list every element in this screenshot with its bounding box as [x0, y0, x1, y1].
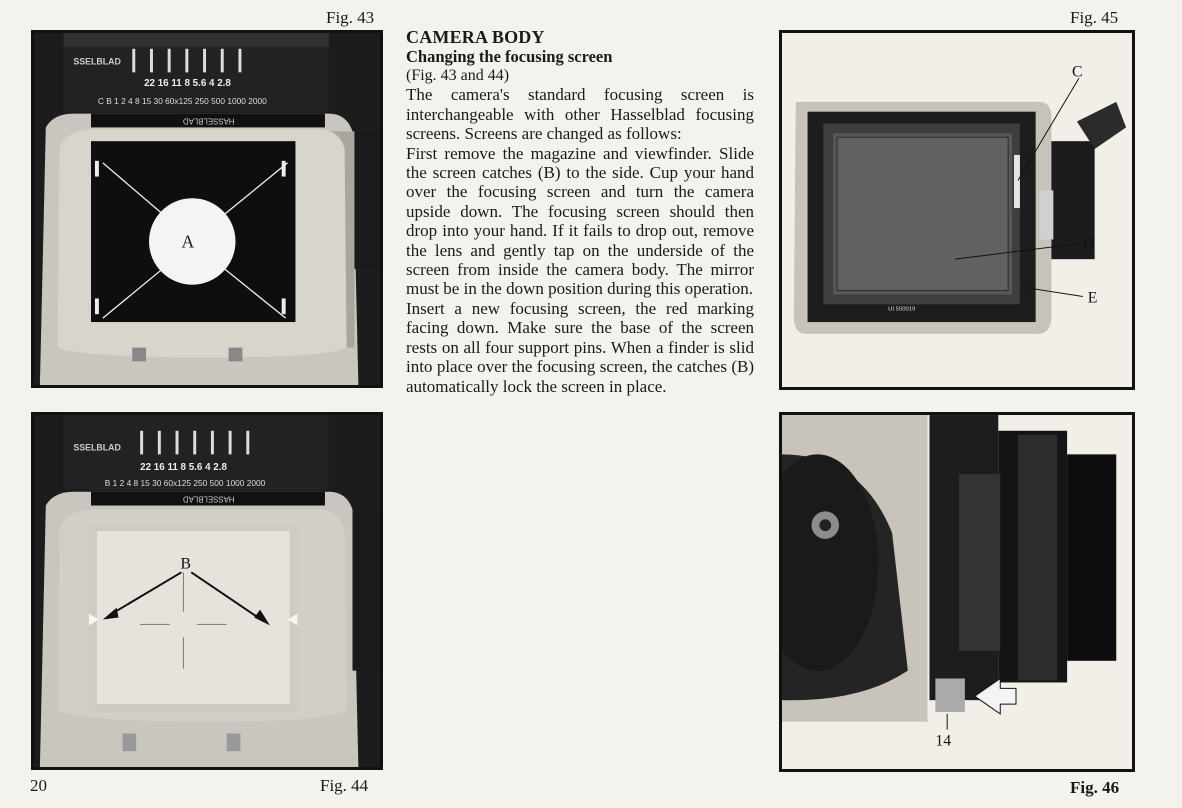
fig46-callout-14: 14	[935, 732, 951, 749]
article-paragraph: First remove the magazine and viewfinder…	[406, 143, 754, 299]
fig45-label: Fig. 45	[1070, 8, 1119, 27]
fig43-speed-text: C B 1 2 4 8 15 30 60x125 250 500 1000 20…	[98, 96, 267, 106]
fig44-callout-b: B	[180, 555, 190, 572]
fig46-photo: 14	[779, 412, 1135, 772]
fig44-illustration: SSELBLAD 22 16 11 8 5.6 4 2.8 B 1 2 4 8 …	[34, 415, 380, 767]
fig45-callout-c: C	[1072, 63, 1082, 80]
fig43-aperture-text: 22 16 11 8 5.6 4 2.8	[144, 78, 231, 89]
article-paragraph: The camera's standard focusing screen is…	[406, 85, 754, 144]
article-reference: (Fig. 43 and 44)	[406, 67, 510, 84]
fig43-brand-text: SSELBLAD	[73, 57, 121, 67]
fig43-callout-a: A	[181, 231, 194, 251]
fig43-body-name: HASSELBLAD	[183, 117, 235, 126]
fig44-speed-text: B 1 2 4 8 15 30 60x125 250 500 1000 2000	[105, 478, 266, 488]
article-heading: CAMERA BODY	[406, 27, 545, 47]
fig44-brand-text: SSELBLAD	[73, 442, 121, 452]
article-paragraph: Insert a new focusing screen, the red ma…	[406, 298, 754, 396]
fig43-label: Fig. 43	[326, 8, 375, 27]
fig45-callout-d: D	[1083, 236, 1094, 253]
page-number: 20	[30, 776, 47, 795]
fig45-illustration: UI 500019 C D E	[782, 33, 1132, 387]
fig43-illustration: SSELBLAD 22 16 11 8 5.6 4 2.8 C B 1 2 4 …	[34, 33, 380, 385]
fig45-callout-e: E	[1088, 289, 1098, 306]
fig45-photo: UI 500019 C D E	[779, 30, 1135, 390]
fig45-serial-text: UI 500019	[888, 306, 915, 312]
fig44-aperture-text: 22 16 11 8 5.6 4 2.8	[140, 462, 227, 473]
fig46-illustration: 14	[782, 415, 1132, 769]
fig46-label: Fig. 46	[1070, 778, 1120, 797]
article-subheading: Changing the focusing screen	[406, 47, 613, 66]
fig44-body-name: HASSELBLAD	[183, 495, 235, 504]
article: CAMERA BODY Changing the focusing screen…	[406, 27, 754, 396]
fig43-photo: SSELBLAD 22 16 11 8 5.6 4 2.8 C B 1 2 4 …	[31, 30, 383, 388]
fig44-photo: SSELBLAD 22 16 11 8 5.6 4 2.8 B 1 2 4 8 …	[31, 412, 383, 770]
fig44-label: Fig. 44	[320, 776, 369, 795]
